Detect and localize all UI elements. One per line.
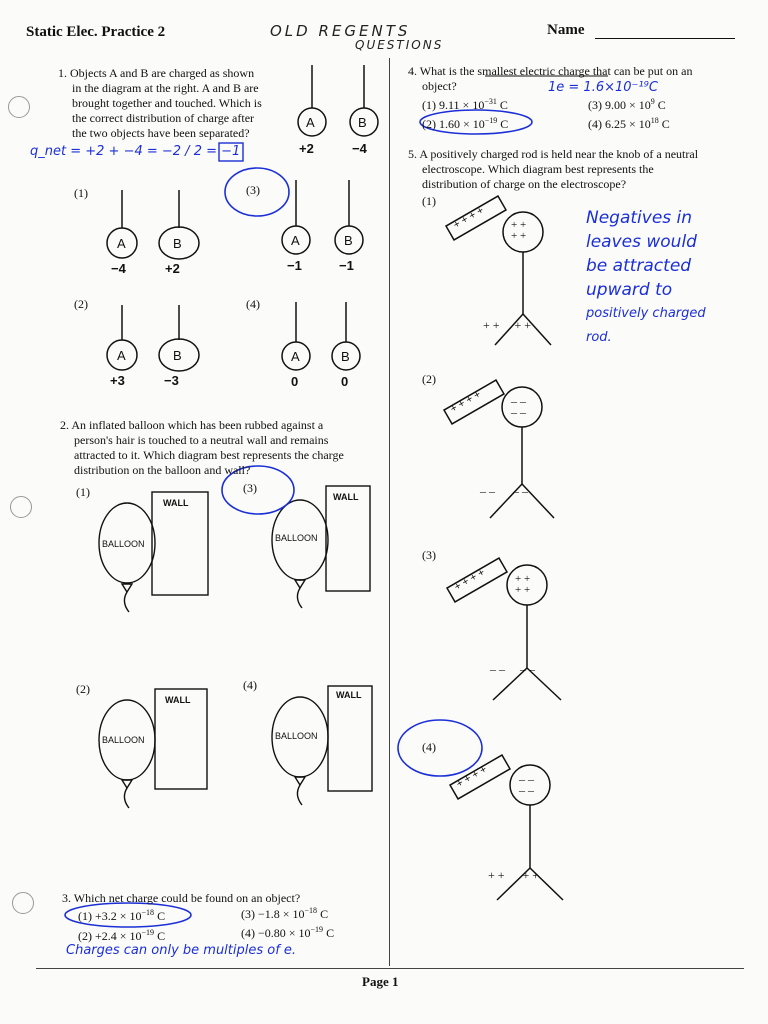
q1-opt3-b: B	[344, 233, 353, 248]
q1-option-2-num[interactable]: (2)	[74, 297, 88, 311]
leaf-charges: + + + +	[483, 318, 532, 332]
q1-initial-diagram	[297, 65, 379, 137]
q1-text: 1. Objects A and B are charged as shown …	[58, 66, 262, 140]
q5-option-2-num[interactable]: (2)	[422, 372, 436, 386]
q1-opt3-a: A	[291, 233, 300, 248]
wall-label: WALL	[163, 498, 189, 508]
q1-opt1-a-charge: −4	[111, 261, 126, 276]
binder-hole	[10, 496, 32, 518]
knob-charges: + ++ +	[511, 219, 527, 242]
answer-circle-q5	[397, 719, 483, 777]
leaf-charges: – – – –	[480, 484, 528, 498]
q1-opt1-a: A	[117, 236, 126, 251]
q1-opt2-b-charge: −3	[164, 373, 179, 388]
knob-charges: + ++ +	[515, 573, 531, 596]
q4-option-3[interactable]: (3) 9.00 × 109 C	[588, 97, 666, 112]
q1-opt2-a-charge: +3	[110, 373, 125, 388]
q2-option-1-num[interactable]: (1)	[76, 485, 90, 499]
q3-option-3[interactable]: (3) −1.8 × 10−18 C	[241, 906, 329, 921]
q1-option-diagrams	[106, 180, 364, 372]
balloon-label: BALLOON	[275, 731, 318, 741]
title-text: Static Elec. Practice	[26, 24, 154, 40]
q1-opt3-a-charge: −1	[287, 258, 302, 273]
q5-option-1-num[interactable]: (1)	[422, 194, 436, 208]
footer-rule	[36, 968, 744, 969]
q3-option-1[interactable]: (1) +3.2 × 10−18 C	[78, 908, 166, 923]
q3-option-4[interactable]: (4) −0.80 × 10−19 C	[241, 925, 335, 940]
q1-option-1-num[interactable]: (1)	[74, 186, 88, 200]
knob-charges: – –– –	[511, 394, 526, 419]
page-number: Page 1	[362, 974, 399, 989]
title-mark: 2	[157, 24, 166, 40]
wall-label: WALL	[165, 695, 191, 705]
q1-option-3-num[interactable]: (3)	[246, 183, 260, 197]
q5-handwritten-note: Negatives in leaves would be attracted u…	[586, 208, 706, 345]
wall-label: WALL	[336, 690, 362, 700]
q1-opt2-b: B	[173, 348, 182, 363]
q1-opt3-b-charge: −1	[339, 258, 354, 273]
binder-hole	[8, 96, 30, 118]
q2-option-2-num[interactable]: (2)	[76, 682, 90, 696]
binder-hole	[12, 892, 34, 914]
q5-option-3-num[interactable]: (3)	[422, 548, 436, 562]
q3-handwritten-note: Charges can only be multiples of e.	[66, 943, 297, 958]
q5-option-diagrams	[442, 195, 564, 901]
balloon-label: BALLOON	[102, 735, 145, 745]
knob-charges: – –– –	[519, 772, 534, 797]
q3-text: 3. Which net charge could be found on an…	[62, 891, 301, 905]
leaf-charges: – – – –	[490, 662, 535, 676]
q4-option-4[interactable]: (4) 6.25 × 1018 C	[588, 116, 670, 131]
answer-circle-q2	[221, 465, 295, 515]
handwritten-title-line1: OLD REGENTS	[270, 22, 411, 40]
column-divider	[389, 58, 390, 966]
q1-opt2-a: A	[117, 348, 126, 363]
q1-handwritten-work: q_net = +2 + −4 = −2 / 2 = −1	[30, 144, 241, 159]
q1-initial-a-label: A	[306, 115, 315, 130]
q1-option-4-num[interactable]: (4)	[246, 297, 260, 311]
answer-circle-q3	[64, 902, 192, 928]
q1-opt4-a-charge: 0	[291, 374, 299, 389]
q1-initial-b-charge: −4	[352, 141, 367, 156]
q4-text: 4. What is the smallest electric charge …	[408, 64, 693, 93]
q4-handwritten-note: 1e = 1.6×10⁻¹⁹C	[548, 80, 658, 95]
q1-opt4-b: B	[341, 349, 350, 364]
q2-option-diagrams	[98, 485, 373, 809]
q5-option-4-num[interactable]: (4)	[422, 740, 436, 754]
balloon-label: BALLOON	[102, 539, 145, 549]
handwritten-title-line2: QUESTIONS	[355, 38, 444, 52]
q4-option-1[interactable]: (1) 9.11 × 10−31 C	[422, 97, 508, 112]
name-label: Name	[547, 22, 585, 38]
q1-opt1-b: B	[173, 236, 182, 251]
answer-circle-q1	[224, 167, 290, 217]
q1-initial-a-charge: +2	[299, 141, 314, 156]
name-field[interactable]	[595, 38, 735, 39]
q2-option-3-num[interactable]: (3)	[243, 481, 257, 495]
q3-option-2[interactable]: (2) +2.4 × 10−19 C	[78, 928, 166, 943]
q2-text: 2. An inflated balloon which has been ru…	[60, 418, 344, 477]
q1-opt1-b-charge: +2	[165, 261, 180, 276]
q4-option-2[interactable]: (2) 1.60 × 10−19 C	[422, 116, 509, 131]
answer-circle-q4	[419, 109, 533, 135]
answer-box-q1	[218, 142, 244, 162]
q1-initial-b-label: B	[358, 115, 367, 130]
q1-opt4-a: A	[291, 349, 300, 364]
wall-label: WALL	[333, 492, 359, 502]
leaf-charges: + + + +	[488, 868, 540, 882]
q2-option-4-num[interactable]: (4)	[243, 678, 257, 692]
q5-text: 5. A positively charged rod is held near…	[408, 147, 699, 191]
page-title: Static Elec. Practice 2	[26, 24, 165, 41]
q1-opt4-b-charge: 0	[341, 374, 349, 389]
balloon-label: BALLOON	[275, 533, 318, 543]
